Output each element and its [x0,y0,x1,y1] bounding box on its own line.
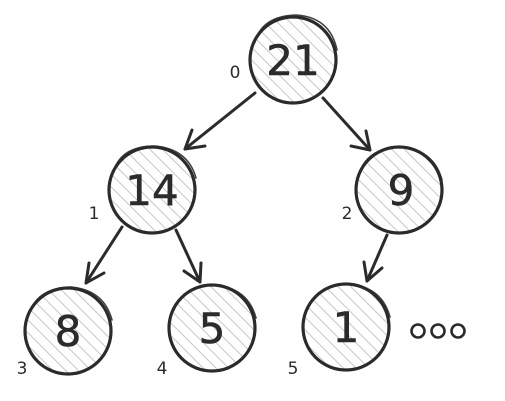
heap-node-4: 5 4 [157,283,257,379]
node-3-value: 8 [55,307,82,356]
node-3-circle [23,286,113,376]
heap-node-5: 1 5 [288,282,391,379]
node-1-index: 1 [89,204,100,224]
heap-node-3: 8 3 [17,286,113,379]
edge-0-2-arrowhead [349,129,372,152]
edge-1-3-arrowhead [84,261,106,285]
node-3-index: 3 [17,359,28,379]
node-4-value: 5 [199,304,226,353]
ellipsis-dot-3 [450,323,466,339]
heap-node-2: 9 2 [342,145,444,235]
node-0-value: 21 [266,36,319,85]
node-0-circle [248,15,338,105]
heap-node-1: 14 1 [89,145,197,235]
node-2-index: 2 [342,204,353,224]
node-0-index: 0 [230,63,241,83]
edge-1-4 [174,228,202,284]
edge-2-5-arrowhead [362,260,384,283]
edge-0-2 [321,96,372,152]
node-1-value: 14 [125,166,178,215]
ellipsis-dot-1 [410,323,426,339]
edge-0-1-arrowhead [183,128,207,151]
ellipsis-dot-2 [430,323,446,339]
more-nodes-ellipsis [410,323,466,339]
node-2-value: 9 [388,166,415,215]
edges-layer [84,91,389,285]
edge-0-1 [183,91,257,151]
node-5-value: 1 [333,303,360,352]
edge-1-4-arrowhead [182,261,203,284]
edge-1-3 [84,225,124,285]
edge-2-5 [365,233,389,283]
node-4-index: 4 [157,359,168,379]
node-5-index: 5 [288,359,299,379]
node-1-circle [107,145,197,235]
heap-node-0: 21 0 [230,14,338,105]
